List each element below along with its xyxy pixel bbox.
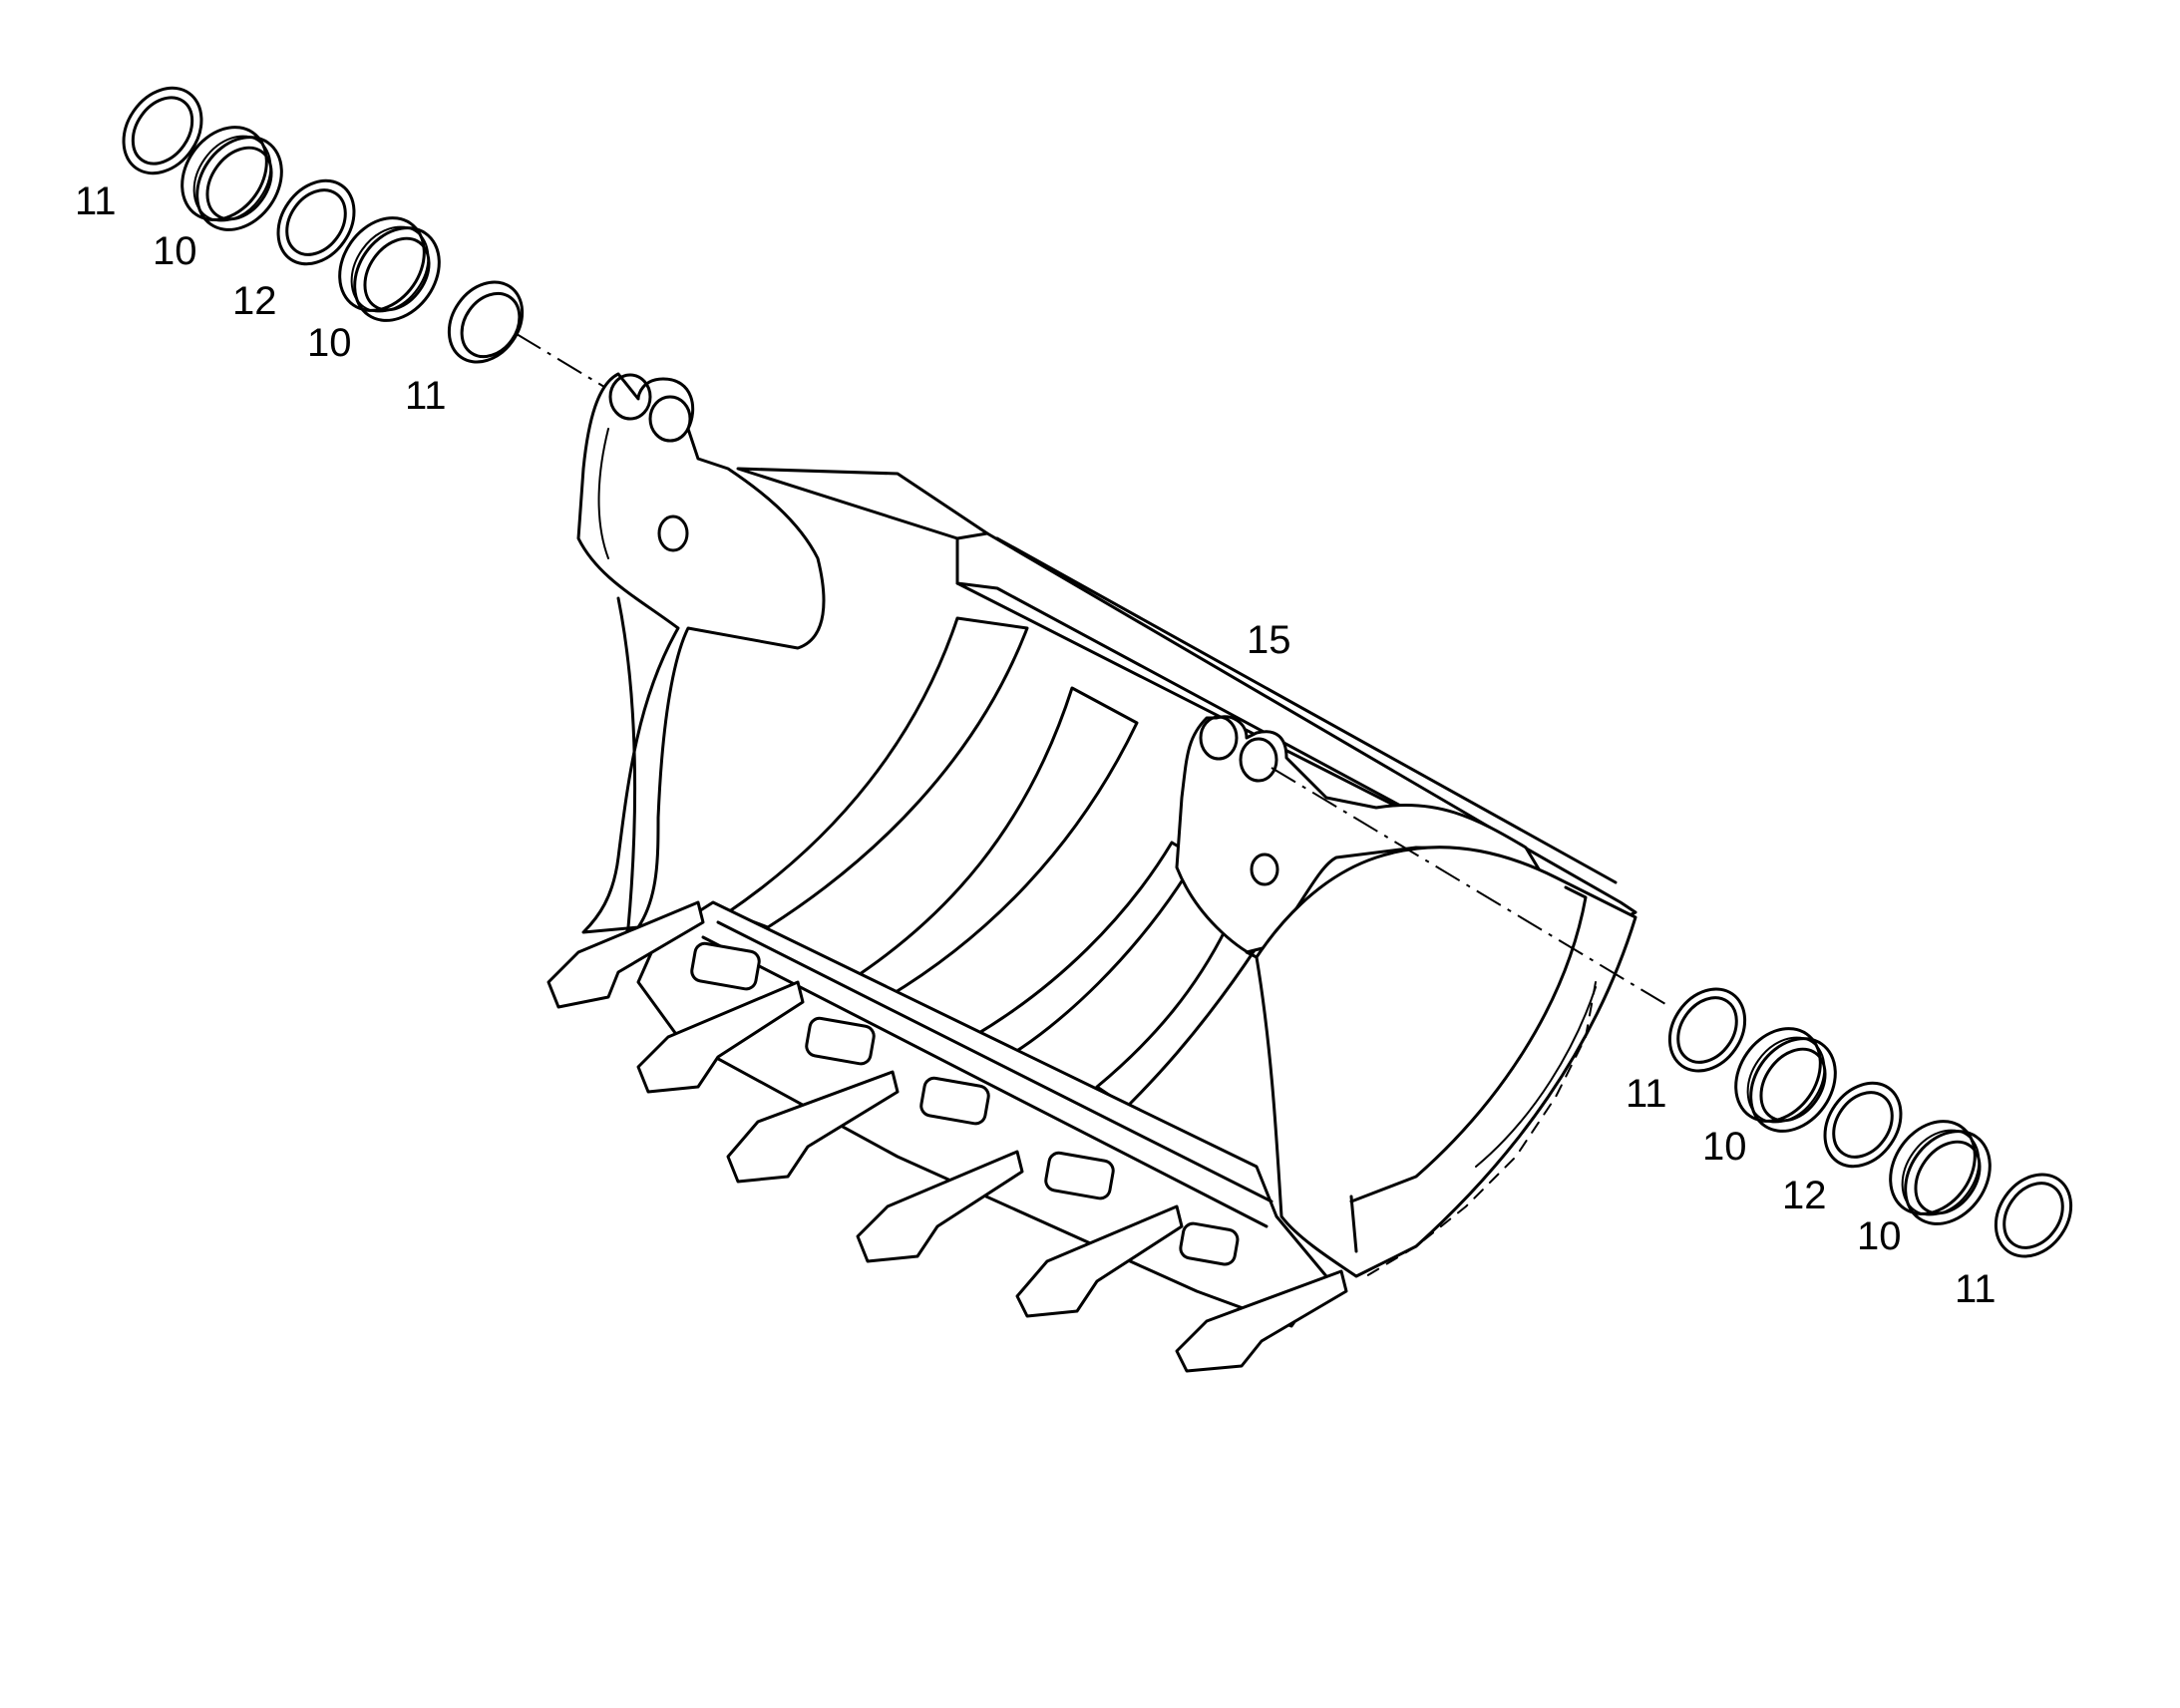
callout-12-right: 12 <box>1782 1174 1827 1217</box>
seal-ring-11-right-outer[interactable] <box>1981 1160 2086 1270</box>
seal-ring-11-left-inner[interactable] <box>434 268 537 376</box>
bucket-teeth <box>546 900 1348 1373</box>
left-pin-boss-outer <box>608 373 652 421</box>
center-pin-boss-inner <box>1239 737 1278 783</box>
callout-labels: 11 10 12 10 11 15 11 10 12 10 11 <box>75 179 1997 1311</box>
center-pin-boss-outer <box>1199 715 1239 761</box>
callout-10-left-inner: 10 <box>307 321 352 365</box>
callout-11-right-inner: 11 <box>1626 1072 1667 1116</box>
callout-11-left-outer: 11 <box>75 179 117 223</box>
left-bucket-bracket <box>576 372 826 934</box>
callout-10-left-outer: 10 <box>153 229 197 273</box>
left-pin-axis <box>516 333 605 388</box>
bushing-10-left-outer[interactable] <box>165 111 299 246</box>
callout-10-right-outer: 10 <box>1857 1214 1902 1258</box>
bucket-15[interactable] <box>546 372 1637 1373</box>
callout-11-left-inner: 11 <box>405 374 447 418</box>
center-bracket-hole <box>1250 853 1279 886</box>
seal-ring-11-right-inner[interactable] <box>1654 974 1760 1085</box>
right-pin-axis <box>1271 767 1671 1008</box>
left-pin-stack <box>108 73 605 388</box>
spacer-ring-12-right[interactable] <box>1809 1069 1916 1182</box>
callout-12-left: 12 <box>232 279 277 323</box>
wear-strips <box>726 616 1259 1109</box>
callout-11-right-outer: 11 <box>1955 1267 1997 1311</box>
left-pin-boss-inner <box>648 395 692 443</box>
bushing-10-right-outer[interactable] <box>1873 1105 2007 1240</box>
left-bracket-hole <box>657 514 689 552</box>
callout-10-right-inner: 10 <box>1702 1125 1747 1169</box>
bushing-10-right-inner[interactable] <box>1718 1012 1853 1148</box>
right-side-plate <box>1255 846 1637 1278</box>
right-pin-stack <box>1654 974 2086 1270</box>
seal-ring-11-left-outer[interactable] <box>108 73 217 188</box>
spacer-ring-12-left[interactable] <box>262 167 369 279</box>
adapter-windows <box>690 941 1240 1266</box>
callout-15-bucket: 15 <box>1247 618 1291 662</box>
bushing-10-left-inner[interactable] <box>322 201 457 337</box>
